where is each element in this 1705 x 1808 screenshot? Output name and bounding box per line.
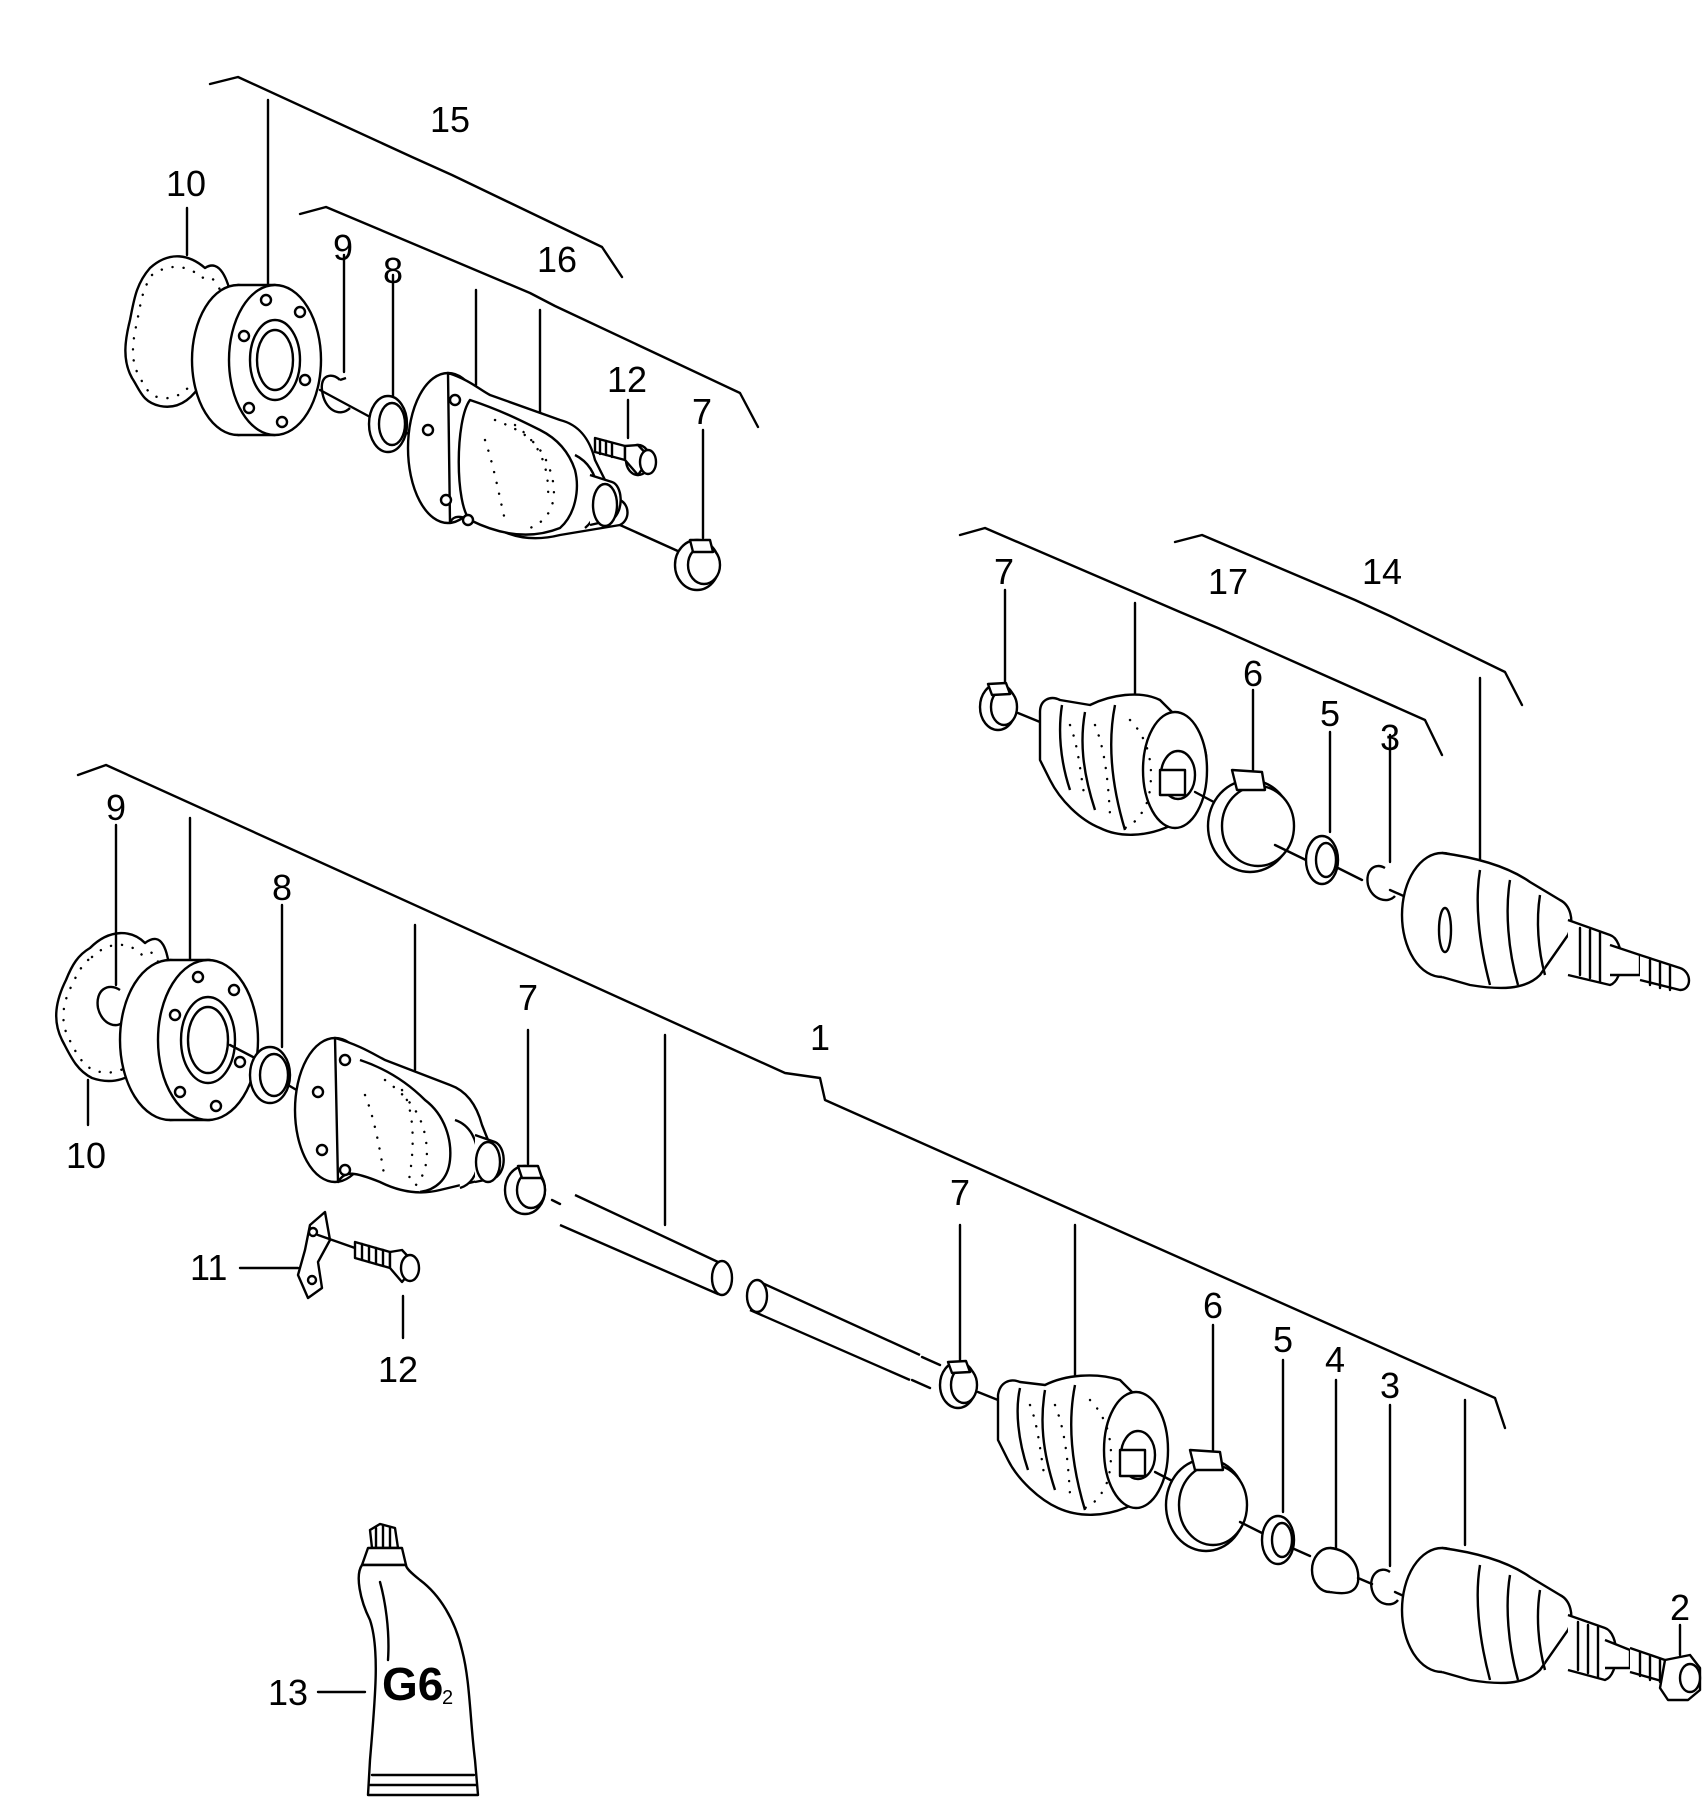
label-10-top: 10: [166, 163, 206, 204]
boot-main-left: [293, 1036, 505, 1194]
axis-right-4: [1336, 866, 1364, 882]
label-15: 15: [430, 99, 470, 140]
axis-top-3: [618, 523, 682, 554]
bracket-14: [1173, 533, 1524, 707]
circlip-9-main: [96, 985, 126, 1027]
label-1: 1: [810, 1017, 830, 1058]
label-9-main: 9: [106, 787, 126, 828]
label-8-top: 8: [383, 250, 403, 291]
axis-main-5: [1238, 1520, 1264, 1535]
label-17: 17: [1208, 561, 1248, 602]
lock-plate-11: [296, 1210, 332, 1300]
axis-bolt-12: [316, 1233, 357, 1250]
dished-washer-4: [1310, 1546, 1360, 1595]
band-clamp-6-main: [1164, 1448, 1249, 1553]
label-7-main-left: 7: [518, 977, 538, 1018]
axis-right-1: [1016, 711, 1042, 724]
boot-main-right: [996, 1374, 1170, 1516]
label-2: 2: [1670, 1587, 1690, 1628]
label-12-top: 12: [607, 359, 647, 400]
cv-flange-top: [190, 283, 323, 437]
circlip-3-right: [1366, 864, 1396, 902]
label-5-main: 5: [1273, 1319, 1293, 1360]
label-3-main: 3: [1380, 1365, 1400, 1406]
label-7-top: 7: [692, 391, 712, 432]
label-16: 16: [537, 239, 577, 280]
cv-flange-main: [118, 958, 260, 1122]
nut-2: [1658, 1653, 1702, 1702]
label-10-main: 10: [66, 1135, 106, 1176]
bolt-12-top: [593, 436, 658, 477]
label-4: 4: [1325, 1339, 1345, 1380]
label-6-right: 6: [1243, 653, 1263, 694]
axis-main-3: [976, 1390, 1000, 1402]
right-assembly: 7 17 14 6 5 3: [958, 526, 1691, 992]
band-clamp-6-right: [1206, 768, 1296, 874]
tube-brand-label: G6: [382, 1658, 443, 1710]
label-9-top: 9: [333, 227, 353, 268]
clamp-7-main-left: [503, 1164, 547, 1216]
main-assembly: G6 2 9 8 7 1 10 11 12 7 6 5 4 3 2 13: [55, 763, 1702, 1797]
bracket-15: [208, 75, 624, 279]
boot-17-right: [1038, 693, 1209, 836]
label-3-right: 3: [1380, 717, 1400, 758]
circlip-3-main: [1370, 1568, 1399, 1606]
boot-16-top: [406, 371, 629, 540]
bracket-16: [298, 205, 760, 429]
cv-joint-main: [1400, 1546, 1675, 1685]
top-assembly: 15 10 9 8 16 12 7: [124, 75, 760, 592]
bracket-1: [76, 763, 1507, 1430]
label-14: 14: [1362, 551, 1402, 592]
axis-main-1: [228, 1043, 257, 1060]
axis-main-7: [1356, 1576, 1374, 1586]
label-11: 11: [190, 1247, 227, 1288]
axis-main-6: [1290, 1546, 1312, 1558]
grease-tube-13: G6 2: [357, 1522, 480, 1797]
label-7-right: 7: [994, 551, 1014, 592]
label-6-main: 6: [1203, 1285, 1223, 1326]
label-13: 13: [268, 1672, 308, 1713]
axis-top-1: [318, 388, 374, 420]
axis-right-3: [1273, 843, 1312, 864]
label-7-main-right: 7: [950, 1172, 970, 1213]
label-12-main: 12: [378, 1349, 418, 1390]
clamp-7-top: [673, 538, 722, 592]
label-5-right: 5: [1320, 693, 1340, 734]
cv-joint-14-right: [1400, 851, 1691, 992]
tube-brand-sub: 2: [442, 1687, 453, 1709]
clamp-7-right: [978, 681, 1019, 732]
bracket-17: [958, 526, 1444, 757]
clamp-7-main-right: [938, 1359, 979, 1410]
label-8-main: 8: [272, 867, 292, 908]
bolt-12-main: [353, 1240, 421, 1284]
drive-shaft: [550, 1193, 942, 1390]
